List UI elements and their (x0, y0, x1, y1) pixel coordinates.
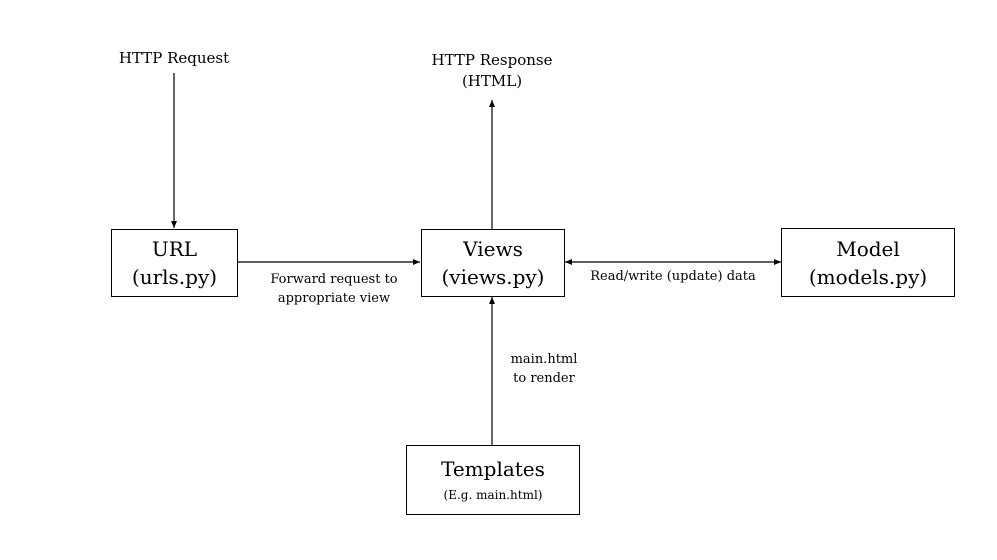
model-node-title: Model (836, 236, 900, 261)
forward-request-label: Forward request to appropriate view (270, 272, 398, 306)
url-node: URL (urls.py) (111, 229, 238, 297)
templates-node-title: Templates (441, 457, 545, 481)
views-node: Views (views.py) (421, 229, 565, 297)
templates-node: Templates (E.g. main.html) (406, 445, 580, 515)
templates-node-example: (E.g. main.html) (443, 488, 543, 502)
url-node-title: URL (151, 237, 198, 261)
model-node-file: (models.py) (808, 264, 928, 289)
read-write-label: Read/write (update) data (590, 269, 756, 284)
model-node: Model (models.py) (781, 228, 955, 297)
url-node-file: (urls.py) (131, 265, 218, 289)
views-node-file: (views.py) (441, 265, 545, 289)
views-node-title: Views (463, 237, 523, 261)
http-request-label: HTTP Request (118, 49, 230, 67)
http-response-label: HTTP Response (HTML) (431, 51, 553, 90)
render-label: main.html to render (510, 352, 578, 386)
